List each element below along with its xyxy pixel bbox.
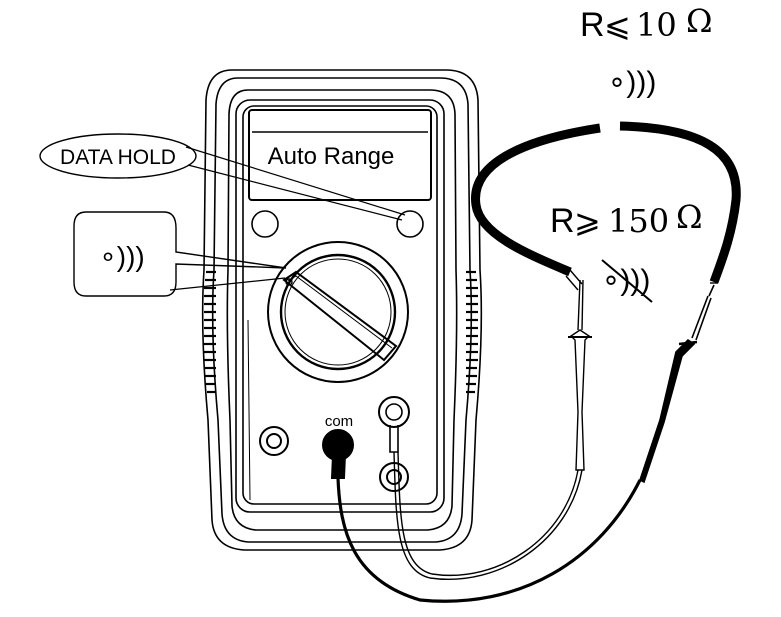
black-lead-plug (330, 454, 346, 479)
low-resistance-unit: Ω (686, 2, 713, 40)
high-resistance-note: R ⩾ 150 Ω ∘))) (550, 198, 703, 303)
data-hold-label: DATA HOLD (60, 146, 176, 169)
red-lead-wire-inner (397, 451, 579, 576)
com-label: com (325, 413, 353, 430)
high-resistance-symbol: ⩾ (574, 202, 601, 240)
red-lead-plug (389, 425, 399, 453)
low-resistance-symbol: ⩽ (604, 6, 631, 44)
multimeter-inner-case (226, 89, 458, 531)
data-hold-callout: DATA HOLD (39, 133, 406, 221)
continuity-symbol-label: ∘))) (99, 241, 145, 272)
low-resistance-note: R ⩽ 10 Ω ∘))) (580, 2, 713, 99)
range-button[interactable] (251, 210, 279, 238)
jack-volt-ohm (378, 396, 410, 428)
red-lead-wire (393, 451, 583, 580)
multimeter-outer-case (201, 69, 483, 551)
auto-range-label: Auto Range (268, 143, 395, 170)
black-lead-wire (336, 477, 642, 603)
lcd-display (248, 109, 432, 201)
right-grip (466, 270, 478, 394)
buzzer-on-icon: ∘))) (608, 66, 657, 99)
continuity-callout: ∘))) (73, 211, 287, 297)
red-probe (569, 329, 591, 471)
test-wire-right-half (619, 121, 741, 284)
data-hold-button[interactable] (396, 210, 424, 238)
rotary-dial[interactable] (267, 241, 409, 383)
low-resistance-prefix: R (580, 6, 605, 44)
test-wire-left-half (471, 123, 601, 277)
black-probe (639, 338, 696, 484)
multimeter-rubber-boot (211, 77, 473, 543)
high-resistance-value: 150 (608, 202, 669, 240)
buzzer-off-icon: ∘))) (601, 259, 653, 303)
high-resistance-unit: Ω (676, 198, 703, 236)
high-resistance-prefix: R (550, 202, 575, 240)
left-grip (204, 270, 216, 394)
low-resistance-value: 10 (636, 6, 677, 44)
jack-left (259, 426, 289, 456)
test-leads (330, 121, 741, 603)
